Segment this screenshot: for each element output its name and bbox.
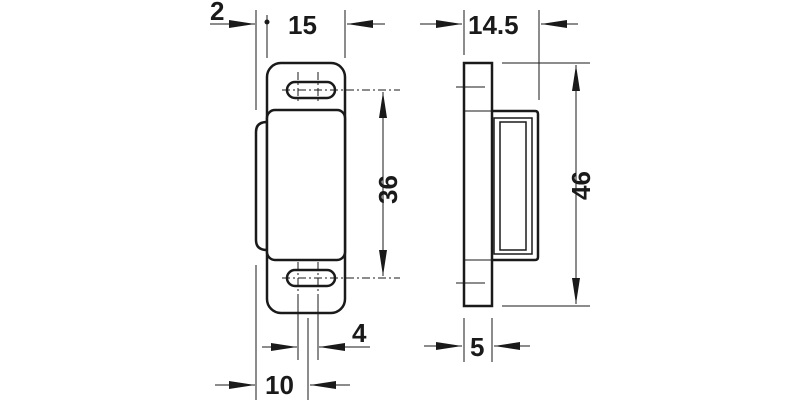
dim-depth-label: 14.5 [468,10,519,40]
side-plate [462,61,494,308]
dim-width-label: 15 [288,10,317,40]
dim-slot-width-label: 4 [352,318,367,348]
dim-offset-label: 2 [210,0,224,26]
dim-base-width-label: 10 [265,370,294,400]
side-lip [254,120,268,252]
dim-plate-thickness-label: 5 [470,332,484,362]
side-magnet-housing [492,109,540,262]
magnet-body [265,108,347,262]
side-view [420,10,590,362]
front-view [210,10,400,400]
dim-hole-spacing-label: 36 [373,175,403,204]
dim-height-label: 46 [566,171,596,200]
